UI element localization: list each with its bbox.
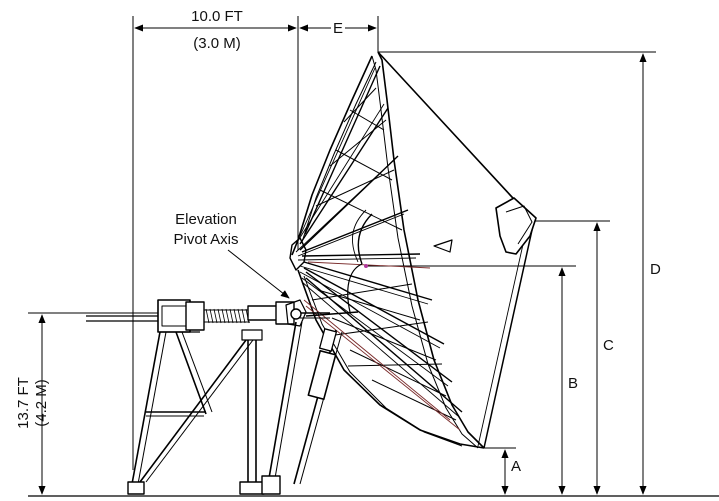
dimension-13ft-label: 13.7 FT (4.2 M): [15, 348, 51, 458]
dimension-13ft-metric: (4.2 M): [33, 379, 50, 427]
elevation-pivot: [290, 308, 302, 320]
dimension-10ft-label: 10.0 FT: [172, 9, 262, 24]
dimension-10ft-metric: (3.0 M): [193, 35, 241, 52]
reflector-back-edge: [291, 55, 373, 256]
dimension-10ft-value: 10.0 FT: [191, 8, 243, 25]
foot-left: [127, 481, 145, 495]
feed-strut-lower: [483, 220, 535, 449]
front-support-leg: [267, 321, 297, 485]
foot-center: [239, 481, 265, 495]
dimension-letter-d: D: [650, 261, 661, 278]
dimension-letter-e: E: [331, 20, 346, 37]
dimension-letter-c: C: [603, 337, 614, 354]
pedestal-mount: [86, 299, 359, 495]
diagonal-brace: [139, 331, 253, 483]
elevation-pivot-axis-label: Elevation Pivot Axis: [156, 210, 256, 250]
foot-right: [261, 475, 281, 495]
dimension-10ft-metric-label: (3.0 M): [172, 36, 262, 51]
dimension-13ft-value: 13.7 FT: [15, 377, 32, 429]
pivot-leader-line: [227, 249, 290, 299]
focal-point-marker: [364, 264, 368, 268]
pivot-label-line2: Pivot Axis: [173, 231, 239, 248]
dimension-letter-b: B: [568, 375, 579, 392]
dimension-lines: [28, 16, 656, 495]
reflector-face: [377, 51, 485, 449]
drive-box: [157, 299, 191, 333]
a-frame-right-leg: [175, 331, 207, 415]
a-frame-left-leg: [131, 331, 161, 485]
reflector: [289, 51, 537, 449]
dimension-letter-a: A: [511, 458, 522, 475]
pivot-label-line1: Elevation: [175, 211, 237, 228]
